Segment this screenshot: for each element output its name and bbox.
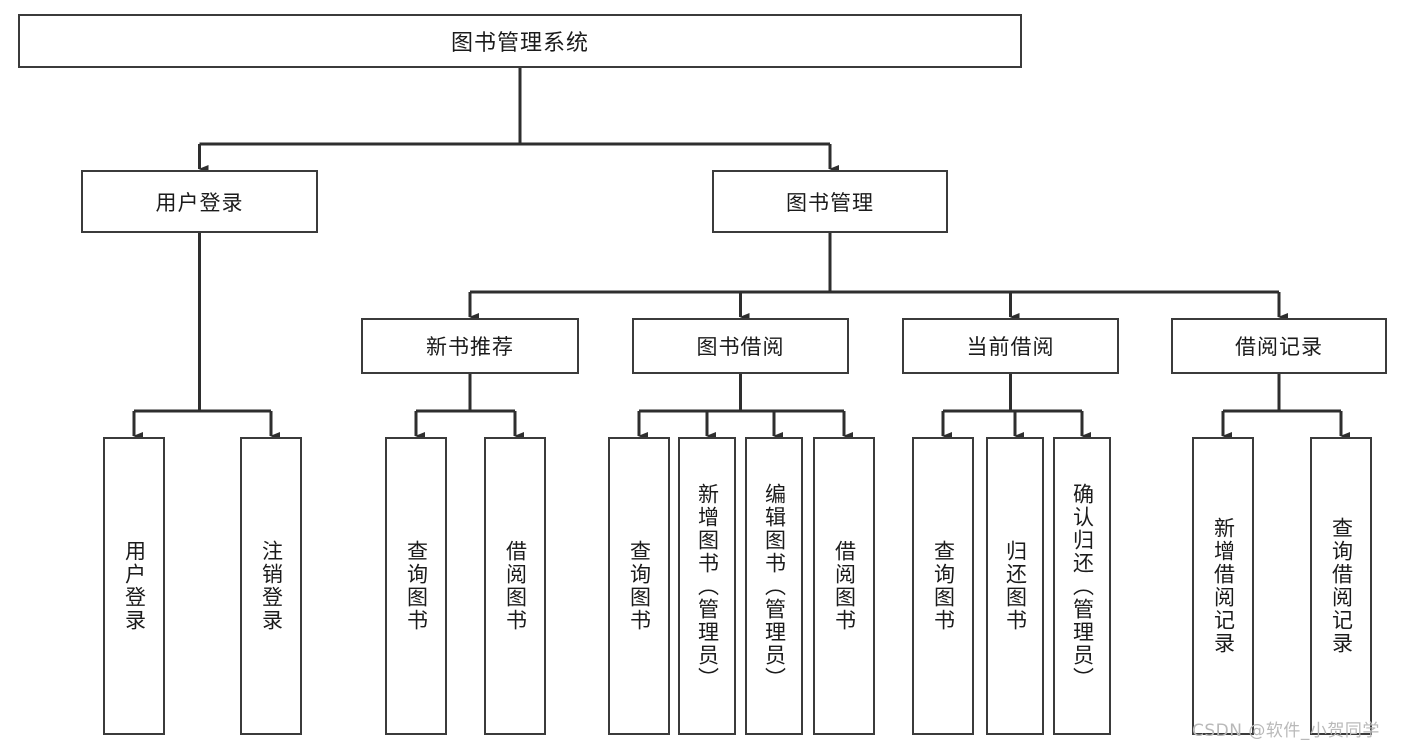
node-box-current[interactable]: 当前借阅 [902, 318, 1119, 374]
node-label-l5: 查询图书 [627, 540, 652, 632]
node-box-borrow[interactable]: 图书借阅 [632, 318, 849, 374]
node-box-l3[interactable]: 查询图书 [385, 437, 447, 735]
node-label-l3: 查询图书 [404, 540, 429, 632]
node-label-l7: 编辑图书（管理员） [762, 482, 787, 690]
node-label-l9: 查询图书 [931, 540, 956, 632]
node-label-l4: 借阅图书 [503, 540, 528, 632]
node-box-login[interactable]: 用户登录 [81, 170, 318, 233]
node-label-l11: 确认归还（管理员） [1070, 482, 1095, 690]
node-box-l13[interactable]: 查询借阅记录 [1310, 437, 1372, 735]
node-label-bookmgmt: 图书管理 [786, 190, 874, 215]
node-box-newbook[interactable]: 新书推荐 [361, 318, 579, 374]
node-box-l4[interactable]: 借阅图书 [484, 437, 546, 735]
node-box-bookmgmt[interactable]: 图书管理 [712, 170, 948, 233]
node-label-borrow: 图书借阅 [696, 335, 785, 359]
node-box-records[interactable]: 借阅记录 [1171, 318, 1387, 374]
node-box-l6[interactable]: 新增图书（管理员） [678, 437, 736, 735]
node-label-l13: 查询借阅记录 [1329, 517, 1354, 655]
node-box-l9[interactable]: 查询图书 [912, 437, 974, 735]
node-box-l11[interactable]: 确认归还（管理员） [1053, 437, 1111, 735]
node-box-l12[interactable]: 新增借阅记录 [1192, 437, 1254, 735]
node-label-l1: 用户登录 [122, 540, 147, 632]
node-label-l2: 注销登录 [259, 540, 284, 632]
node-label-login: 用户登录 [155, 190, 244, 215]
node-box-l8[interactable]: 借阅图书 [813, 437, 875, 735]
node-label-records: 借阅记录 [1235, 335, 1323, 359]
node-box-root[interactable]: 图书管理系统 [18, 14, 1022, 68]
node-box-l10[interactable]: 归还图书 [986, 437, 1044, 735]
node-box-l2[interactable]: 注销登录 [240, 437, 302, 735]
node-label-root: 图书管理系统 [450, 31, 589, 56]
node-label-l8: 借阅图书 [832, 540, 857, 632]
node-label-l10: 归还图书 [1003, 540, 1028, 632]
node-box-l5[interactable]: 查询图书 [608, 437, 670, 735]
node-label-newbook: 新书推荐 [426, 335, 514, 359]
node-label-l6: 新增图书（管理员） [695, 482, 720, 690]
node-label-current: 当前借阅 [966, 335, 1055, 359]
node-box-l1[interactable]: 用户登录 [103, 437, 165, 735]
node-box-l7[interactable]: 编辑图书（管理员） [745, 437, 803, 735]
node-label-l12: 新增借阅记录 [1211, 517, 1236, 655]
